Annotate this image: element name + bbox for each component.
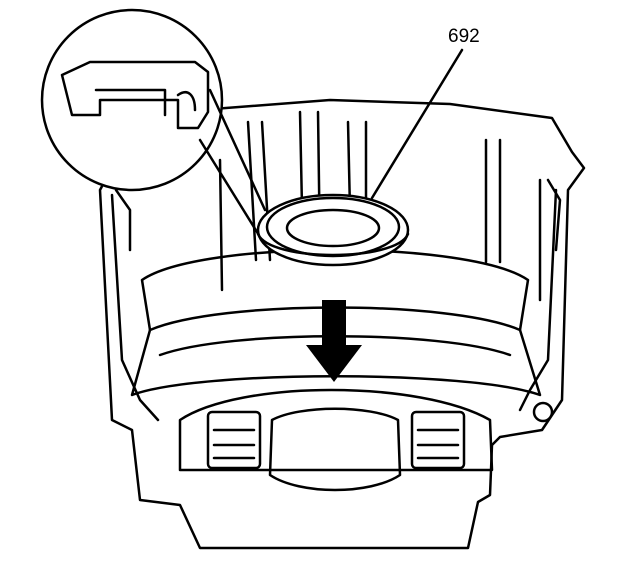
left-seal-detail [212,428,256,460]
right-boss [546,178,562,252]
lower-hub-bore [268,407,402,492]
seal-ring-bottom-edge [256,232,410,257]
right-seal-pack [410,410,466,470]
seal-ring-outer [256,193,410,267]
install-direction-arrow [306,300,362,382]
housing-inner-wall-left [110,193,160,422]
detail-seal-profile-inner [94,88,197,117]
right-seal-detail [416,428,460,460]
housing-inner-wall-right [518,188,558,412]
callout-label-692: 692 [448,26,480,47]
rib-1 [246,120,258,262]
callout-leader-692 [370,48,464,200]
drum-bowl [130,248,542,397]
lower-hub [178,388,494,472]
magnifier-leader-upper [208,88,267,212]
left-seal-pack [206,410,262,470]
magnifier-leader-lower [198,138,264,242]
left-boss [114,188,132,252]
seal-ring-inner [285,208,381,248]
rib-9 [218,158,224,292]
housing-outline [98,98,586,550]
detail-seal-profile [60,60,210,130]
bolt-head [532,401,554,423]
